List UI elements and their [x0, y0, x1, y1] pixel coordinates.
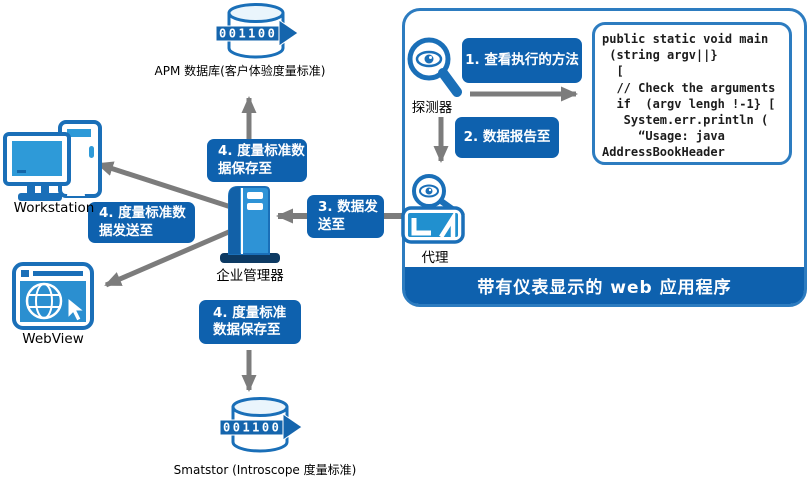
code-line: if (argv lengh !-1} [ — [602, 96, 776, 111]
webview-label: WebView — [22, 331, 84, 347]
step-label-line: 据保存至 — [218, 160, 272, 177]
webview-icon — [12, 262, 94, 330]
binary-text: 001100 — [223, 421, 281, 435]
step-label: 2. 数据报告至 — [463, 128, 551, 145]
web-app-banner-label: 带有仪表显示的 web 应用程序 — [477, 278, 732, 298]
code-line: AddressBookHeader — [602, 145, 725, 160]
enterprise-manager-icon — [220, 186, 280, 263]
step-box-send-data: 3. 数据发 送至 — [307, 195, 384, 238]
enterprise-manager-label: 企业管理器 — [216, 268, 284, 284]
step-box-metrics-save-bottom: 4. 度量标准 数据保存至 — [199, 300, 301, 344]
apm-database-icon: 001100 — [216, 3, 299, 59]
code-line: // Check the arguments — [602, 80, 776, 95]
code-line: “Usage: java — [602, 129, 725, 144]
step-label-line: 数据保存至 — [213, 322, 281, 338]
probe-label: 探测器 — [411, 100, 453, 116]
smatstor-database-label: Smatstor (Introscope 度量标准) — [173, 463, 357, 477]
code-line: (string argv||} — [602, 48, 718, 63]
apm-database-label: APM 数据库(客户体验度量标准) — [154, 64, 326, 78]
agent-label: 代理 — [421, 250, 449, 266]
step-label-line: 4. 度量标准 — [213, 304, 287, 321]
step-box-metrics-save-top: 4. 度量标准数 据保存至 — [207, 139, 307, 182]
step-label-line: 4. 度量标准数 — [218, 143, 305, 159]
workstation-icon — [3, 120, 102, 201]
step-label-line: 4. 度量标准数 — [99, 205, 186, 221]
code-line: [ — [602, 64, 624, 79]
workstation-label: Workstation — [13, 200, 95, 216]
step-label-line: 送至 — [318, 216, 345, 233]
step-box-report-data: 2. 数据报告至 — [455, 117, 559, 158]
smatstor-database-icon: 001100 — [220, 397, 303, 453]
code-line: System.err.println ( — [602, 113, 769, 128]
agent-icon — [401, 174, 465, 244]
step-label-line: 3. 数据发 — [318, 199, 378, 215]
probe-icon — [407, 37, 462, 97]
source-code-block: public static void main (string argv||} … — [592, 22, 792, 165]
step-box-view-methods: 1. 查看执行的方法 — [462, 38, 582, 83]
web-app-banner: 带有仪表显示的 web 应用程序 — [405, 267, 804, 304]
step-label: 1. 查看执行的方法 — [465, 51, 579, 68]
step-label-line: 据发送至 — [99, 222, 153, 239]
code-line: public static void main — [602, 32, 769, 46]
binary-text: 001100 — [219, 27, 277, 41]
